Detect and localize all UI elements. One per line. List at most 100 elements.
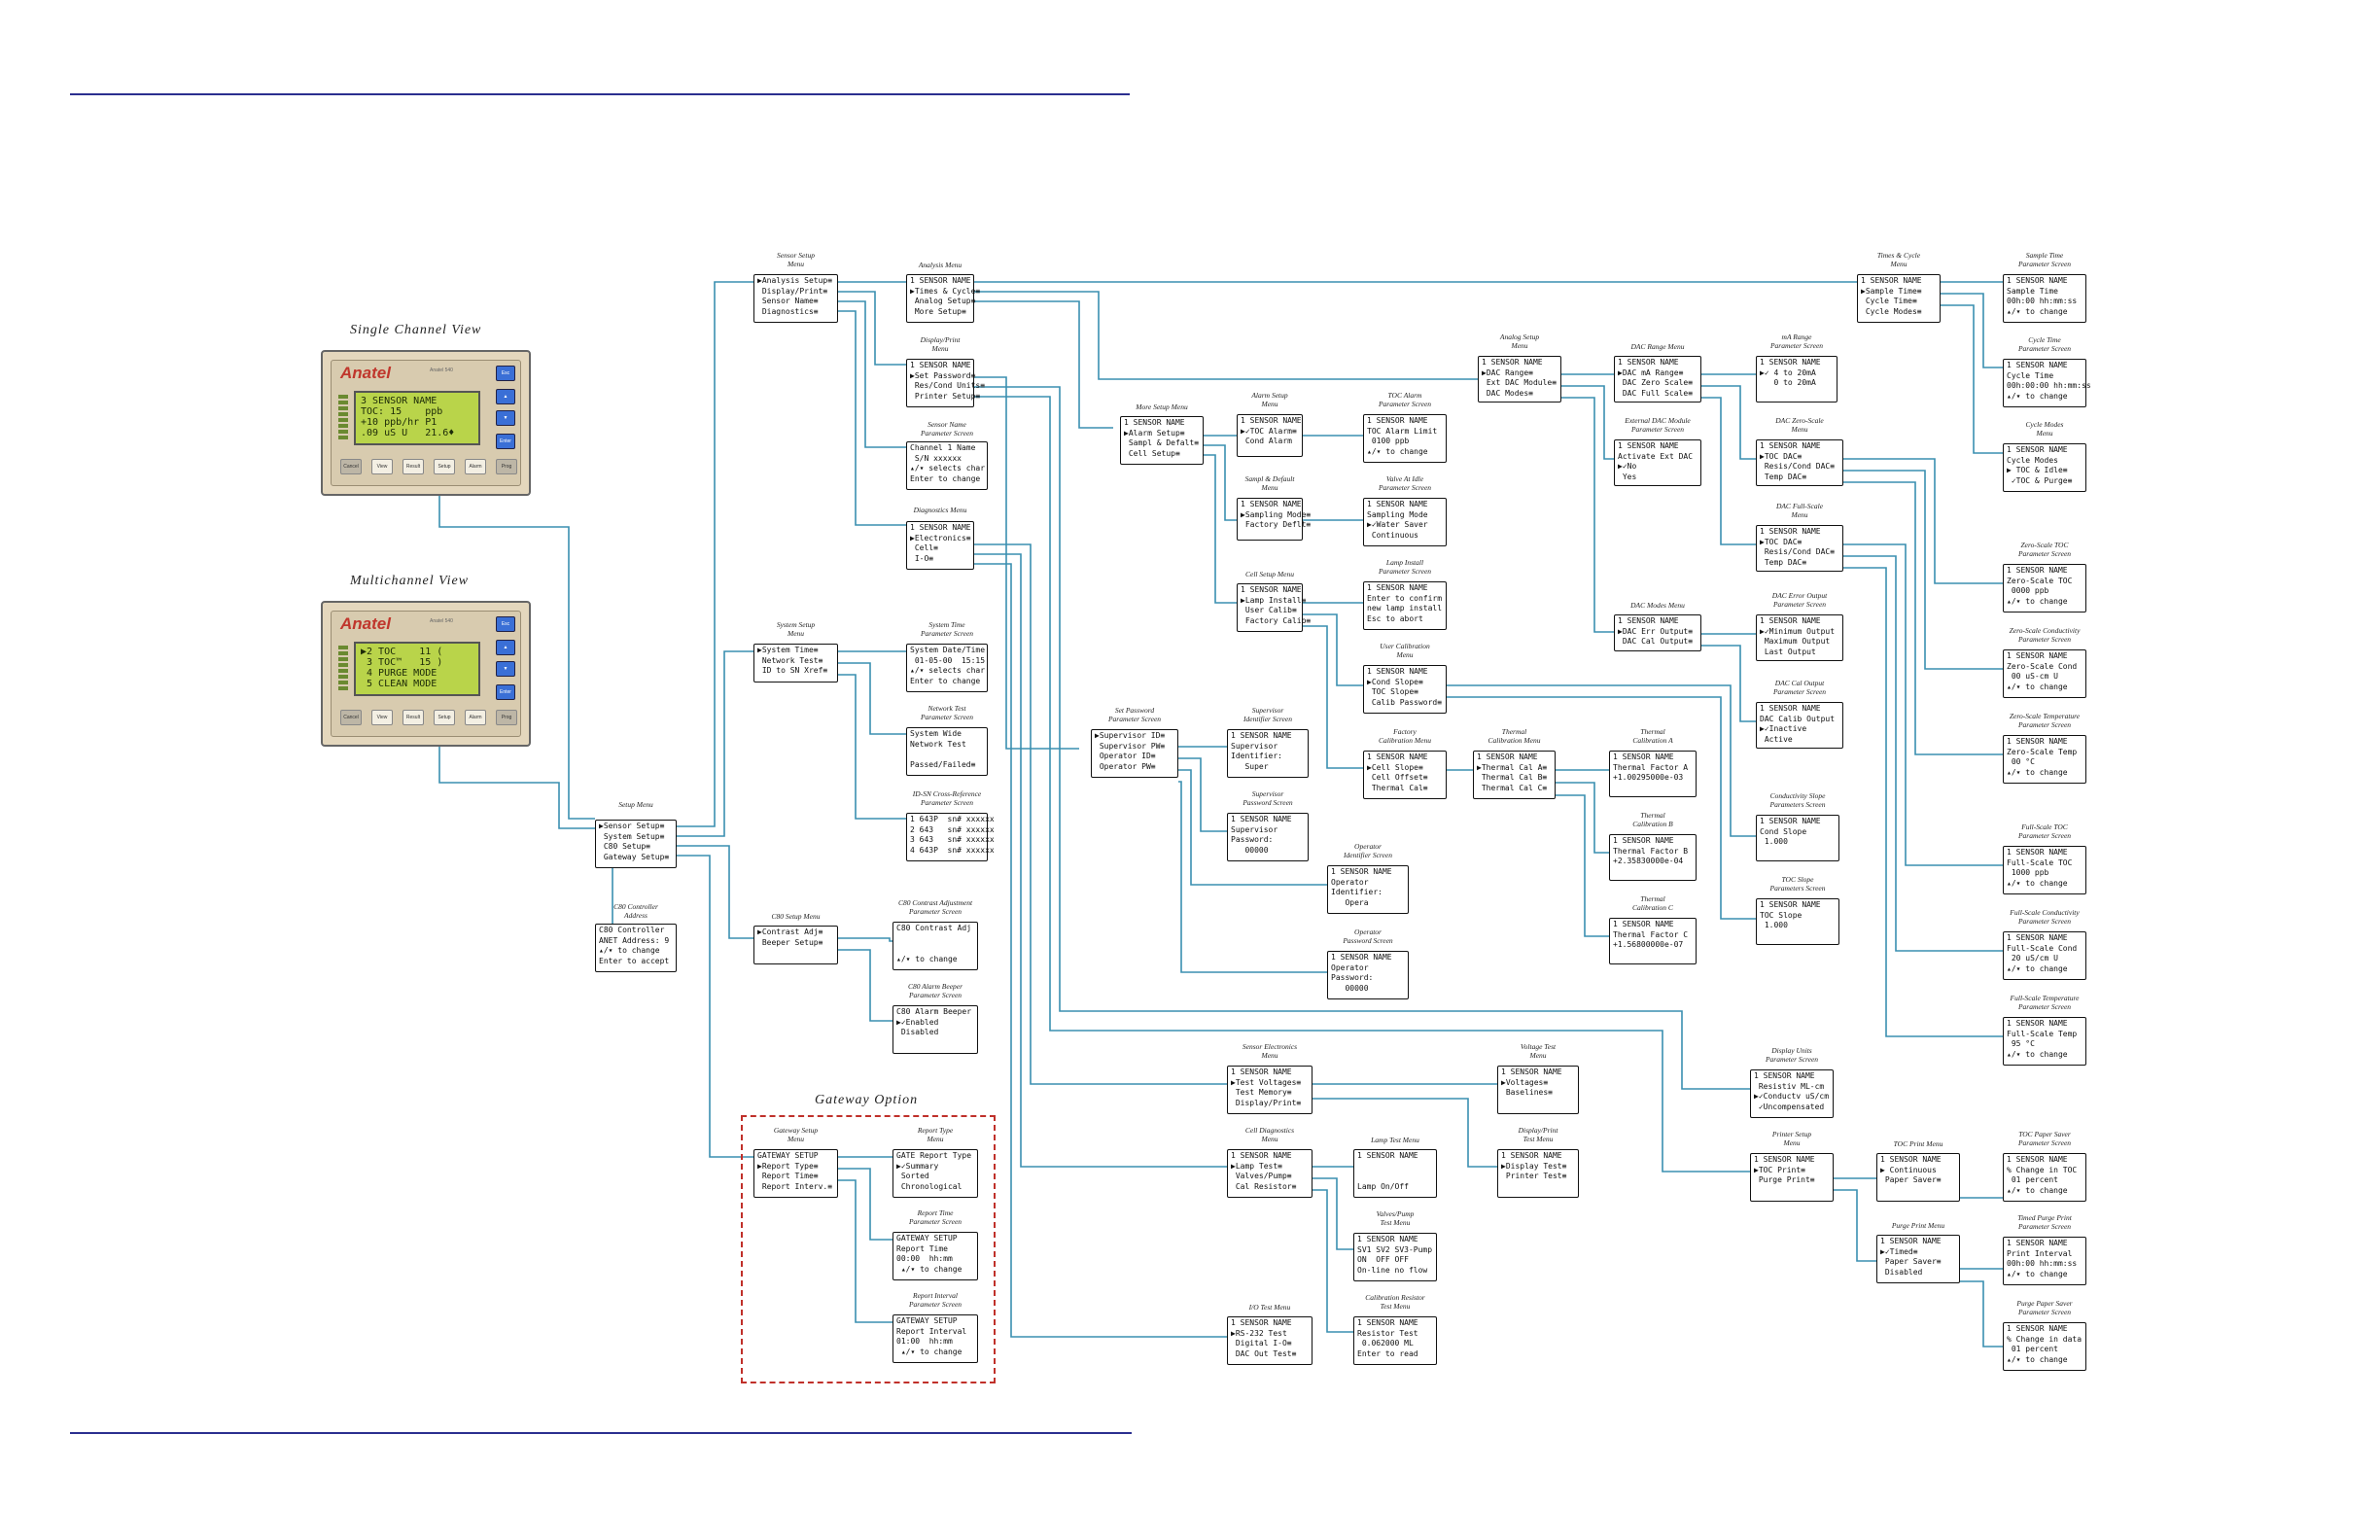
node-screen[interactable]: 1 SENSOR NAME Thermal Factor B +2.358300…: [1609, 834, 1697, 881]
node-screen[interactable]: ▶Sensor Setup≡ System Setup≡ C80 Setup≡ …: [595, 820, 677, 868]
node-screen[interactable]: 1 SENSOR NAME ▶Sampling Mode≡ Factory De…: [1237, 498, 1311, 541]
enter-button[interactable]: Enter: [496, 684, 515, 700]
node-screen[interactable]: 1 SENSOR NAME ▶Cell Slope≡ Cell Offset≡ …: [1363, 751, 1447, 799]
node-screen[interactable]: 1 SENSOR NAME Thermal Factor C +1.568000…: [1609, 918, 1697, 964]
node-screen[interactable]: 1 SENSOR NAME ▶Lamp Test≡ Valves/Pump≡ C…: [1227, 1149, 1312, 1198]
node-screen[interactable]: 1 SENSOR NAME ▶✓Minimum Output Maximum O…: [1756, 614, 1843, 661]
node-screen[interactable]: 1 SENSOR NAME ▶Alarm Setup≡ Sampl & Defa…: [1120, 416, 1204, 465]
up-arrow-button[interactable]: ▲: [496, 640, 515, 655]
node-screen[interactable]: ▶Analysis Setup≡ Display/Print≡ Sensor N…: [753, 274, 838, 323]
down-arrow-button[interactable]: ▼: [496, 661, 515, 677]
node-screen[interactable]: 1 SENSOR NAME ▶Thermal Cal A≡ Thermal Ca…: [1473, 751, 1556, 799]
node-screen[interactable]: 1 SENSOR NAME Operator Password: 00000: [1327, 951, 1409, 999]
node-screen[interactable]: 1 SENSOR NAME Full-Scale Temp 95 °C ▴/▾ …: [2003, 1017, 2086, 1066]
result-key[interactable]: Result: [402, 710, 424, 725]
node-screen[interactable]: 1 SENSOR NAME TOC Slope 1.000: [1756, 898, 1839, 945]
node-screen[interactable]: 1 SENSOR NAME Resistor Test 0.062000 ML …: [1353, 1316, 1437, 1365]
node-caption: Display Units Parameter Screen: [1765, 1046, 1819, 1064]
node-screen[interactable]: 1 SENSOR NAME ▶Lamp Install≡ User Calib≡…: [1237, 583, 1311, 632]
node-screen[interactable]: 1 SENSOR NAME Sampling Mode ▶✓Water Save…: [1363, 498, 1447, 546]
node-screen[interactable]: 1 SENSOR NAME Full-Scale TOC 1000 ppb ▴/…: [2003, 846, 2086, 894]
node-screen[interactable]: ▶Supervisor ID≡ Supervisor PW≡ Operator …: [1091, 729, 1178, 778]
node-screen[interactable]: C80 Contrast Adj ▴/▾ to change: [892, 922, 978, 970]
node-screen[interactable]: 1 SENSOR NAME % Change in data 01 percen…: [2003, 1322, 2086, 1371]
node-caption: TOC Alarm Parameter Screen: [1378, 391, 1432, 408]
node-screen[interactable]: 1 SENSOR NAME % Change in TOC 01 percent…: [2003, 1153, 2086, 1202]
node-screen[interactable]: 1 SENSOR NAME Enter to confirm new lamp …: [1363, 581, 1447, 630]
node-screen[interactable]: System Wide Network Test Passed/Failed≡: [906, 727, 988, 776]
setup-key[interactable]: Setup: [434, 710, 455, 725]
node-screen[interactable]: 1 SENSOR NAME Cycle Time 00h:00:00 hh:mm…: [2003, 359, 2091, 407]
cancel-key[interactable]: Cancel: [340, 459, 362, 474]
node-screen[interactable]: 1 643P sn# xxxxxx 2 643 sn# xxxxxx 3 643…: [906, 813, 995, 861]
node-screen[interactable]: 1 SENSOR NAME Supervisor Password: 00000: [1227, 813, 1309, 861]
node-caption: Cell Diagnostics Menu: [1244, 1126, 1295, 1143]
prog-key[interactable]: Prog: [496, 710, 517, 725]
esc-button[interactable]: Esc: [496, 366, 515, 381]
node-screen[interactable]: 1 SENSOR NAME DAC Calib Output ▶✓Inactiv…: [1756, 702, 1843, 749]
node-screen[interactable]: GATE Report Type ▶✓Summary Sorted Chrono…: [892, 1149, 978, 1198]
node-caption: Calibration Resistor Test Menu: [1365, 1293, 1425, 1311]
node-screen[interactable]: 1 SENSOR NAME ▶Cond Slope≡ TOC Slope≡ Ca…: [1363, 665, 1447, 714]
node-screen[interactable]: 1 SENSOR NAME Full-Scale Cond 20 uS/cm U…: [2003, 931, 2086, 980]
node-screen[interactable]: 1 SENSOR NAME TOC Alarm Limit 0100 ppb ▴…: [1363, 414, 1447, 463]
node-screen[interactable]: 1 SENSOR NAME ▶✓Timed≡ Paper Saver≡ Disa…: [1876, 1235, 1960, 1283]
node-screen[interactable]: 1 SENSOR NAME ▶Voltages≡ Baselines≡: [1497, 1066, 1579, 1114]
node-screen[interactable]: 1 SENSOR NAME ▶DAC mA Range≡ DAC Zero Sc…: [1614, 356, 1701, 402]
node-screen[interactable]: 1 SENSOR NAME Sample Time 00h:00 hh:mm:s…: [2003, 274, 2086, 323]
node-screen[interactable]: 1 SENSOR NAME ▶TOC Print≡ Purge Print≡: [1750, 1153, 1834, 1202]
enter-button[interactable]: Enter: [496, 434, 515, 449]
view-key[interactable]: View: [371, 459, 393, 474]
node-screen[interactable]: ▶System Time≡ Network Test≡ ID to SN Xre…: [753, 644, 838, 682]
node-screen[interactable]: C80 Controller ANET Address: 9 ▴/▾ to ch…: [595, 924, 677, 972]
cancel-key[interactable]: Cancel: [340, 710, 362, 725]
node-screen[interactable]: 1 SENSOR NAME ▶ Continuous Paper Saver≡: [1876, 1153, 1960, 1202]
node-screen[interactable]: 1 SENSOR NAME Zero-Scale TOC 0000 ppb ▴/…: [2003, 564, 2086, 612]
node-screen[interactable]: 1 SENSOR NAME Cond Slope 1.000: [1756, 815, 1839, 861]
node-screen[interactable]: GATEWAY SETUP ▶Report Type≡ Report Time≡…: [753, 1149, 838, 1198]
node-screen[interactable]: 1 SENSOR NAME ▶Test Voltages≡ Test Memor…: [1227, 1066, 1312, 1114]
node-screen[interactable]: 1 SENSOR NAME Zero-Scale Temp 00 °C ▴/▾ …: [2003, 735, 2086, 784]
node-caption: I/O Test Menu: [1248, 1303, 1291, 1312]
node-screen[interactable]: 1 SENSOR NAME ▶Display Test≡ Printer Tes…: [1497, 1149, 1579, 1198]
node-screen[interactable]: GATEWAY SETUP Report Time 00:00 hh:mm ▴/…: [892, 1232, 978, 1280]
setup-key[interactable]: Setup: [434, 459, 455, 474]
node-caption: Conductivity Slope Parameters Screen: [1769, 791, 1826, 809]
node-screen[interactable]: 1 SENSOR NAME Cycle Modes ▶ TOC & Idle≡ …: [2003, 443, 2086, 492]
node-screen[interactable]: Channel 1 Name S/N xxxxxx ▴/▾ selects ch…: [906, 441, 988, 490]
prog-key[interactable]: Prog: [496, 459, 517, 474]
node-screen[interactable]: System Date/Time 01-05-00 15:15 ▴/▾ sele…: [906, 644, 988, 692]
node-screen[interactable]: C80 Alarm Beeper ▶✓Enabled Disabled: [892, 1005, 978, 1054]
node-caption: Zero-Scale Conductivity Parameter Screen: [2009, 626, 2081, 644]
node-screen[interactable]: GATEWAY SETUP Report Interval 01:00 hh:m…: [892, 1314, 978, 1363]
node-screen[interactable]: 1 SENSOR NAME ▶Sample Time≡ Cycle Time≡ …: [1857, 274, 1941, 323]
node-screen[interactable]: 1 SENSOR NAME Resistiv ML-cm ▶✓Conductv …: [1750, 1069, 1834, 1118]
node-screen[interactable]: 1 SENSOR NAME ▶RS-232 Test Digital I-O≡ …: [1227, 1316, 1312, 1365]
view-key[interactable]: View: [371, 710, 393, 725]
node-screen[interactable]: 1 SENSOR NAME Lamp On/Off: [1353, 1149, 1437, 1198]
node-screen[interactable]: ▶Contrast Adj≡ Beeper Setup≡: [753, 926, 838, 964]
result-key[interactable]: Result: [402, 459, 424, 474]
node-screen[interactable]: 1 SENSOR NAME ▶DAC Range≡ Ext DAC Module…: [1478, 356, 1561, 402]
alarm-key[interactable]: Alarm: [465, 459, 486, 474]
node-screen[interactable]: 1 SENSOR NAME ▶Electronics≡ Cell≡ I-O≡: [906, 521, 974, 570]
node-screen[interactable]: 1 SENSOR NAME SV1 SV2 SV3-Pump ON OFF OF…: [1353, 1233, 1437, 1281]
up-arrow-button[interactable]: ▲: [496, 389, 515, 404]
node-screen[interactable]: 1 SENSOR NAME Supervisor Identifier: Sup…: [1227, 729, 1309, 778]
node-screen[interactable]: 1 SENSOR NAME Zero-Scale Cond 00 uS-cm U…: [2003, 649, 2086, 698]
node-screen[interactable]: 1 SENSOR NAME ▶Times & Cycle≡ Analog Set…: [906, 274, 980, 323]
node-screen[interactable]: 1 SENSOR NAME ▶✓ 4 to 20mA 0 to 20mA: [1756, 356, 1838, 402]
node-screen[interactable]: 1 SENSOR NAME ▶✓TOC Alarm≡ Cond Alarm: [1237, 414, 1303, 457]
node-screen[interactable]: 1 SENSOR NAME Print Interval 00h:00 hh:m…: [2003, 1237, 2086, 1285]
node-screen[interactable]: 1 SENSOR NAME ▶Set Password≡ Res/Cond Un…: [906, 359, 985, 407]
esc-button[interactable]: Esc: [496, 616, 515, 632]
node-screen[interactable]: 1 SENSOR NAME Operator Identifier: Opera: [1327, 865, 1409, 914]
node-screen[interactable]: 1 SENSOR NAME Thermal Factor A +1.002950…: [1609, 751, 1697, 797]
brand-logo: Anatel: [340, 614, 391, 633]
node-screen[interactable]: 1 SENSOR NAME ▶TOC DAC≡ Resis/Cond DAC≡ …: [1756, 525, 1843, 572]
down-arrow-button[interactable]: ▼: [496, 410, 515, 426]
node-screen[interactable]: 1 SENSOR NAME ▶TOC DAC≡ Resis/Cond DAC≡ …: [1756, 439, 1843, 486]
node-screen[interactable]: 1 SENSOR NAME Activate Ext DAC ▶✓No Yes: [1614, 439, 1701, 486]
alarm-key[interactable]: Alarm: [465, 710, 486, 725]
node-screen[interactable]: 1 SENSOR NAME ▶DAC Err Output≡ DAC Cal O…: [1614, 614, 1701, 651]
